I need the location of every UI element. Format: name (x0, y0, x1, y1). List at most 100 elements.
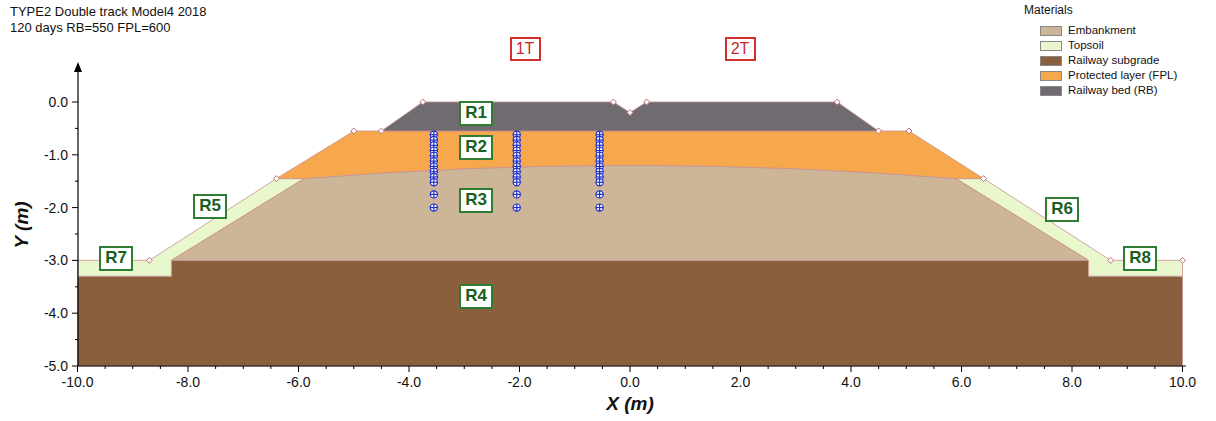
vertex-marker (876, 128, 882, 134)
region-tag: R1 (459, 101, 493, 126)
x-tick (851, 366, 852, 372)
legend-text: Embankment (1068, 24, 1136, 37)
x-tick (795, 366, 796, 369)
measure-cross (599, 191, 600, 198)
measure-point (513, 191, 520, 198)
y-axis (77, 70, 78, 366)
measure-point (596, 191, 603, 198)
y-tick (72, 207, 78, 208)
x-tick (630, 366, 631, 372)
measure-cross (433, 179, 434, 186)
measure-point (513, 204, 520, 211)
x-tick-label: 0.0 (620, 374, 639, 390)
measure-cross (599, 204, 600, 211)
y-axis-arrow (74, 62, 82, 72)
y-tick (72, 313, 78, 314)
legend-swatch (1040, 71, 1062, 81)
x-tick (989, 366, 990, 369)
x-tick (1072, 366, 1073, 372)
railbed-region (381, 102, 878, 131)
x-tick (298, 366, 299, 372)
vertex-marker (351, 128, 357, 134)
vertex-marker (610, 99, 616, 105)
x-tick (409, 366, 410, 372)
measure-cross (516, 191, 517, 198)
x-tick (685, 366, 686, 369)
region-tag: R5 (193, 194, 227, 219)
x-tick (602, 366, 603, 369)
track-tag: 1T (510, 37, 541, 61)
y-tick-label: -5.0 (44, 358, 68, 374)
vertex-marker (627, 110, 633, 116)
x-tick (1016, 366, 1017, 369)
axis-title: X (m) (606, 393, 654, 415)
y-tick (72, 260, 78, 261)
y-tick (75, 128, 78, 129)
x-tick (519, 366, 520, 372)
x-tick (353, 366, 354, 369)
legend-text: Topsoil (1068, 39, 1104, 52)
y-tick (75, 181, 78, 182)
y-tick (75, 234, 78, 235)
x-tick (823, 366, 824, 369)
x-axis (78, 365, 1186, 366)
x-tick (381, 366, 382, 369)
measure-point (430, 204, 437, 211)
vertex-marker (906, 128, 912, 134)
region-tag: R2 (459, 135, 493, 160)
vertex-marker (1108, 257, 1114, 263)
y-tick-label: -4.0 (44, 305, 68, 321)
x-tick-label: 2.0 (731, 374, 750, 390)
x-tick (77, 366, 78, 372)
x-tick (740, 366, 741, 372)
region-label: R3 (465, 191, 487, 210)
x-tick (436, 366, 437, 369)
x-tick (215, 366, 216, 369)
y-tick (75, 286, 78, 287)
x-tick-label: 8.0 (1062, 374, 1081, 390)
y-tick (72, 154, 78, 155)
y-tick (72, 102, 78, 103)
region-label: R6 (1051, 200, 1073, 219)
vertex-marker (644, 99, 650, 105)
y-tick (75, 339, 78, 340)
embankment-region (171, 165, 1088, 260)
x-tick (105, 366, 106, 369)
vertex-marker (420, 99, 426, 105)
measure-cross (516, 179, 517, 186)
x-tick (160, 366, 161, 369)
region-label: R7 (105, 249, 127, 268)
x-tick (188, 366, 189, 372)
x-tick (1099, 366, 1100, 369)
region-tag: R4 (459, 284, 493, 309)
x-tick (878, 366, 879, 369)
x-tick (712, 366, 713, 369)
measure-point (430, 179, 437, 186)
track-tag: 2T (725, 37, 756, 61)
vertex-marker (1180, 257, 1186, 263)
measure-cross (599, 179, 600, 186)
vertex-marker (981, 176, 987, 182)
x-tick (326, 366, 327, 369)
measure-point (596, 179, 603, 186)
region-tag: R6 (1045, 197, 1079, 222)
legend-swatch (1040, 41, 1062, 51)
subgrade-region (78, 260, 1183, 366)
measure-cross (516, 204, 517, 211)
x-tick (933, 366, 934, 369)
x-tick (961, 366, 962, 372)
x-tick-label: -10.0 (62, 374, 94, 390)
x-tick (574, 366, 575, 369)
x-tick-label: -6.0 (286, 374, 310, 390)
x-tick (657, 366, 658, 369)
chart-title: TYPE2 Double track Model4 2018 (10, 5, 207, 20)
x-tick-label: 6.0 (952, 374, 971, 390)
x-tick (906, 366, 907, 369)
measure-point (513, 179, 520, 186)
subtitle: 120 days RB=550 FPL=600 (10, 21, 170, 36)
measure-point (596, 204, 603, 211)
region-label: R2 (465, 138, 487, 157)
measure-point (430, 191, 437, 198)
region-label: R5 (199, 197, 221, 216)
